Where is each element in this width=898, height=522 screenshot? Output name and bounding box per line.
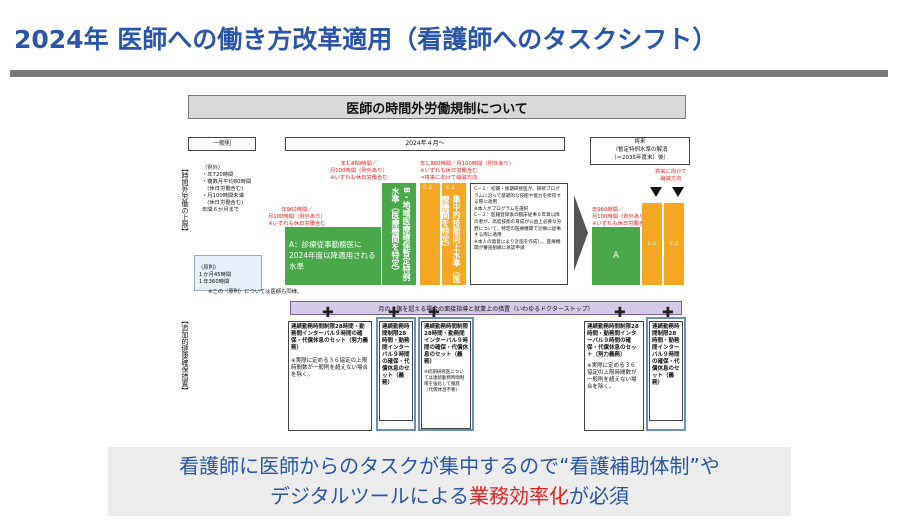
exceptions-text: （例外） ・年720時間 ・複数月平均80時間 (休日労働含む) ・月100時間… xyxy=(202,165,252,213)
plus-icon: ✚ xyxy=(428,305,440,321)
measure-b-frame xyxy=(376,317,416,431)
timeline-box: 2024年４月～ xyxy=(285,137,565,151)
a-level-note: 年960時間／ 月100時間（例外あり） ※いずれも休日労働含む xyxy=(268,207,326,227)
principle-box xyxy=(194,255,262,291)
future-box: 将来 （暫定特例水準の解消 （＝2035年度末）後） xyxy=(590,137,690,165)
c-level-note: 年1,860時間／月100時間（例外あり） ※いずれも休日労働含む ⇒将来に向け… xyxy=(420,161,515,181)
future-a-box: A xyxy=(592,227,640,285)
doctor-stop-bar: 月の上限を超える場合の面接指導と就業上の措置（いわゆるドクターストップ） xyxy=(290,301,682,315)
measure-future-c-frame xyxy=(646,317,686,431)
plus-icon: ✚ xyxy=(388,305,400,321)
figure-header: 医師の時間外労働規制について xyxy=(188,95,686,119)
plus-icon: ✚ xyxy=(662,305,674,321)
measure-c: 連続勤務時間制限28時間・勤務間インターバル９時間の確保・代償休息のセット（義務… xyxy=(421,321,471,429)
health-measures-label: 【追加的健康確保措置】 xyxy=(181,317,189,394)
measure-future-a: 連続勤務時間制限28時間・勤務間インターバル９時間の確保・代償休息のセット（努力… xyxy=(584,321,644,431)
caption-line-2-post: が必須 xyxy=(569,484,629,508)
c-description: C－１：初期・後期研修医が、研修プログラムに沿って基礎的な技能や能力を修得する際… xyxy=(470,183,568,285)
caption-box: 看護師に医師からのタスクが集中するので“看護補助体制”や デジタルツールによる業… xyxy=(108,447,791,516)
b-level-note: 年1,860時間／ 月100時間（例外あり） ※いずれも休日労働含む xyxy=(330,161,388,181)
measure-c-frame xyxy=(418,317,474,431)
measure-future-c: 連続勤務時間制限28時間・勤務間インターバル９時間の確保・代償休息のセット（義務… xyxy=(649,321,683,421)
plus-icon: ✚ xyxy=(614,305,626,321)
c1-column: C-1 xyxy=(420,183,440,285)
c2-column: C-2 集中的技能向上水準（医療機関を特定） xyxy=(441,183,466,285)
future-a-note: 年960時間／ 月100時間（例外あり） ※いずれも休日労働含む xyxy=(592,207,650,227)
b-level-box: B・地域医療確保暫定特例水準（医療機関を特定） xyxy=(382,183,416,285)
transition-arrow xyxy=(574,195,588,271)
caption-line-1: 看護師に医師からのタスクが集中するので“看護補助体制”や xyxy=(179,454,720,478)
title-divider xyxy=(10,70,888,77)
caption-line-2-pre: デジタルツールによる xyxy=(270,484,469,508)
general-rule-box: 一般則 xyxy=(188,137,256,151)
measure-a: 連続勤務時間制限28時間・勤務間インターバル９時間の確保・代償休息のセット（努力… xyxy=(288,321,372,431)
down-arrow-icon xyxy=(672,187,684,197)
page-title: 2024年 医師への働き方改革適用（看護師へのタスクシフト） xyxy=(14,25,718,54)
future-c1-box: C-1 xyxy=(642,203,662,285)
future-c-note: 将来に向けて 縮減方向 xyxy=(655,169,687,182)
future-c2-box: C-2 xyxy=(664,203,684,285)
regulation-figure: 医師の時間外労働規制について 一般則 2024年４月～ 将来 （暫定特例水準の解… xyxy=(180,95,700,431)
overtime-limit-label: 【時間外労働の上限】 xyxy=(181,165,189,235)
down-arrow-icon xyxy=(650,187,662,197)
caption-highlight: 業務効率化 xyxy=(469,484,569,508)
principle-note: ※この（原則）については医師も同様。 xyxy=(208,289,303,295)
caption-line-2: デジタルツールによる業務効率化が必須 xyxy=(108,481,791,511)
plus-icon: ✚ xyxy=(322,305,334,321)
a-level-box: A：診療従事勤務医に2024年度以降適用される水準 xyxy=(285,227,381,285)
principle-text: （原則） １か月45時間 １年360時間 xyxy=(198,265,232,285)
measure-b: 連続勤務時間制限28時間・勤務間インターバル９時間の確保・代償休息のセット（義務… xyxy=(379,321,413,421)
